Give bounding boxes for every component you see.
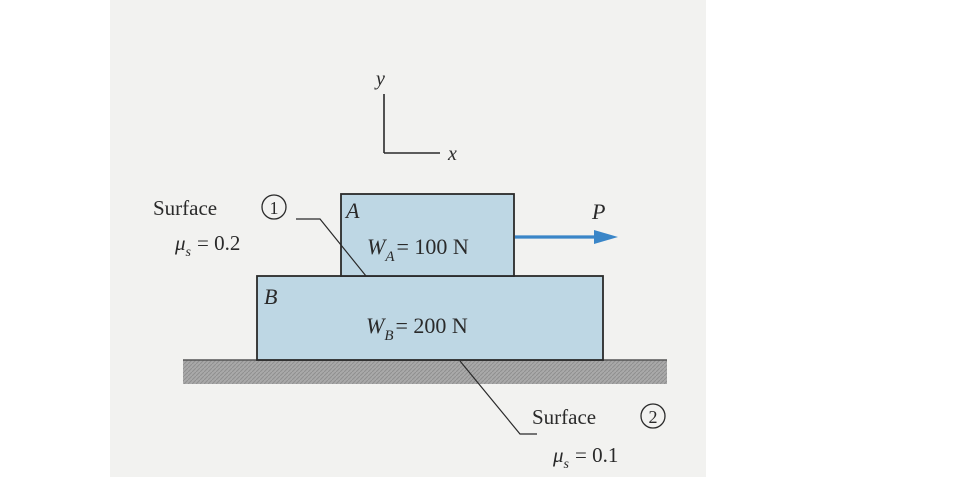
block-a-weight-subscript: A — [384, 249, 395, 265]
surface-2-mu-value: = 0.1 — [575, 443, 618, 467]
block-b-body — [256, 275, 604, 361]
x-axis-label: x — [447, 143, 457, 165]
surface-1-number: 1 — [270, 198, 279, 218]
block-b: B WB= 200 N — [256, 275, 604, 361]
block-a-weight: WA= 100 N — [367, 234, 469, 265]
surface-2-number: 2 — [649, 407, 658, 427]
block-b-weight-subscript: B — [384, 328, 393, 344]
block-a-label: A — [344, 198, 360, 223]
surface-1-annotation: Surface 1 μs = 0.2 — [153, 194, 367, 277]
surface-1-coefficient: μs = 0.2 — [174, 231, 240, 260]
y-axis-label: y — [374, 68, 385, 90]
surface-1-mu-subscript: s — [186, 245, 192, 260]
block-b-weight-symbol: W — [366, 313, 386, 338]
surface-2-leader-line — [459, 360, 537, 435]
block-b-weight: WB= 200 N — [366, 313, 468, 344]
block-b-weight-value: = 200 N — [396, 313, 468, 338]
block-a-body — [340, 193, 515, 277]
surface-1-number-circle — [261, 194, 287, 220]
surface-2-mu-subscript: s — [564, 457, 570, 472]
surface-2-coefficient: μs = 0.1 — [552, 443, 618, 472]
force-p-arrowhead — [594, 230, 618, 244]
block-a-weight-symbol: W — [367, 234, 387, 259]
block-b-label: B — [264, 284, 277, 309]
surface-1-leader-line — [296, 218, 367, 277]
surface-1-word: Surface — [153, 196, 217, 220]
surface-2-number-circle — [640, 403, 666, 429]
force-p: P — [515, 199, 618, 244]
block-a-weight-value: = 100 N — [397, 234, 469, 259]
surface-2-word: Surface — [532, 405, 596, 429]
ground — [183, 359, 667, 384]
surface-1-mu-symbol: μ — [174, 231, 186, 255]
surface-1-mu-value: = 0.2 — [197, 231, 240, 255]
block-a: A WA= 100 N — [340, 193, 515, 277]
ground-hatch — [183, 360, 667, 384]
surface-2-mu-symbol: μ — [552, 443, 564, 467]
coordinate-axes: y x — [374, 68, 457, 165]
force-p-label: P — [591, 199, 605, 224]
surface-2-annotation: Surface 2 μs = 0.1 — [459, 360, 666, 472]
